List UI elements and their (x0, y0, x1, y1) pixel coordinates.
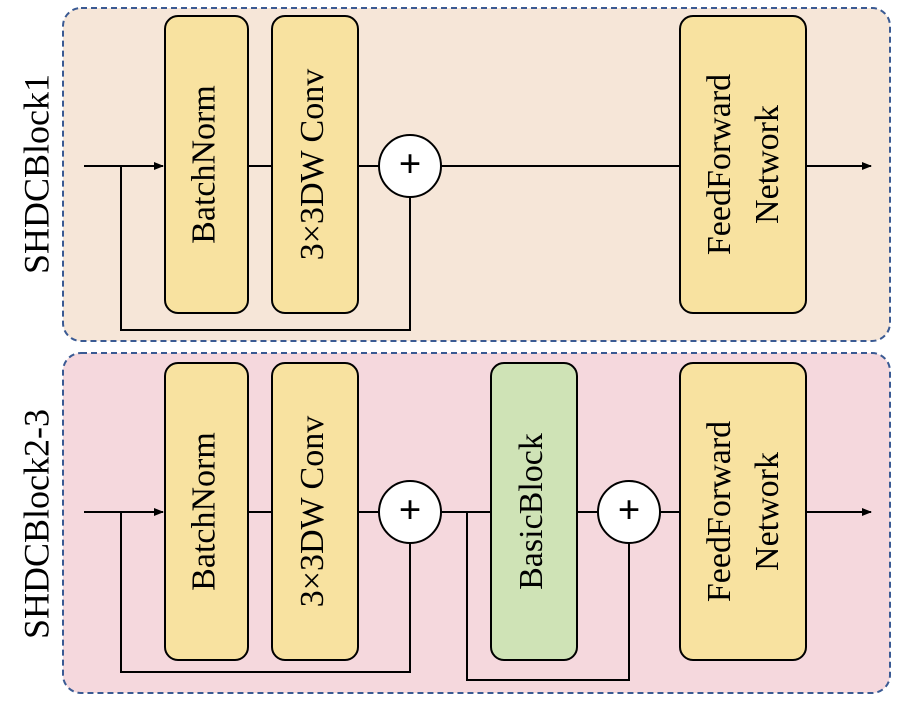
panel1-dwconv-label: 3×3DW Conv (294, 69, 331, 260)
panel2-skip-connection-1 (120, 512, 411, 673)
panel2-add-symbol-1: + (399, 487, 422, 532)
panel2-dwconv-box (271, 362, 359, 661)
panel2-basicblock-label: BasicBlock (513, 433, 550, 590)
panel-shdcblock2-3: SHDCBlock2-3 BatchNorm 3×3DW Conv + Basi… (16, 352, 891, 694)
panel2-dwconv-label: 3×3DW Conv (294, 416, 331, 607)
panel1-title: SHDCBlock1 (16, 74, 56, 274)
panel1-batchnorm-label: BatchNorm (185, 85, 222, 244)
panel2-add-node-1 (378, 480, 442, 544)
panel2-ffn-label-line2: Network (749, 452, 786, 571)
panel1-ffn-label-line1: FeedForward (701, 74, 738, 255)
panel2-add-symbol-2: + (618, 487, 641, 532)
panel2-batchnorm-label: BatchNorm (185, 432, 222, 591)
panel1-add-node (378, 134, 442, 198)
panel1-add-symbol: + (399, 141, 422, 186)
panel2-basicblock-box (490, 362, 578, 661)
panel2-ffn-box (679, 362, 807, 661)
panel2-title: SHDCBlock2-3 (16, 409, 56, 639)
panel2-skip-connection-2 (466, 512, 630, 681)
panel2-ffn-label-line1: FeedForward (701, 421, 738, 602)
panel-shdcblock1: SHDCBlock1 BatchNorm 3×3DW Conv + FeedFo… (16, 7, 891, 342)
panel2-add-node-2 (597, 480, 661, 544)
panel1-batchnorm-box (164, 15, 249, 314)
panel1-dwconv-box (271, 15, 359, 314)
panel1-ffn-box (679, 15, 807, 314)
panel2-batchnorm-box (164, 362, 249, 661)
panel1-ffn-label-line2: Network (749, 105, 786, 224)
panel1-skip-connection (120, 166, 411, 331)
